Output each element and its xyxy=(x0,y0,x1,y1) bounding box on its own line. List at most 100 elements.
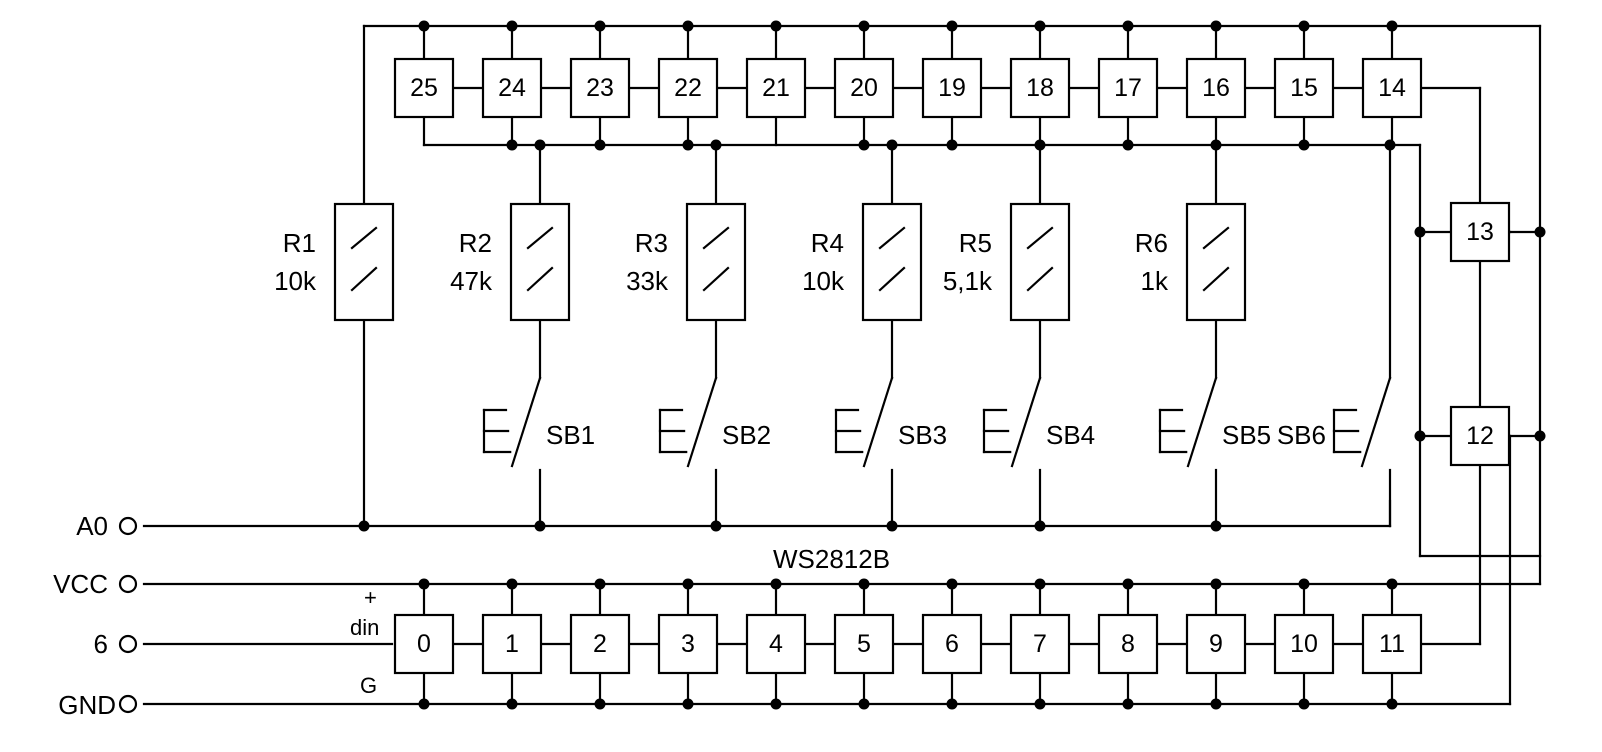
resistor-name: R4 xyxy=(811,228,844,258)
switch-sb3: SB3 xyxy=(834,376,947,528)
led-23: 23 xyxy=(569,57,631,119)
led-4-box xyxy=(745,613,807,675)
led-9: 9 xyxy=(1185,613,1247,675)
led-0: 0 xyxy=(393,613,455,675)
led-16: 16 xyxy=(1185,57,1247,119)
junction-dot xyxy=(594,698,606,710)
junction-dot xyxy=(770,20,782,32)
led-8: 8 xyxy=(1097,613,1159,675)
junction-dot xyxy=(1034,520,1046,532)
switch-sb4: SB4 xyxy=(982,376,1095,528)
strip-label: WS2812B xyxy=(773,544,890,574)
junction-dot xyxy=(1210,20,1222,32)
junction-dot xyxy=(1298,139,1310,151)
led-14-box xyxy=(1361,57,1423,119)
led-21: 21 xyxy=(745,57,807,119)
junction-dot xyxy=(358,520,370,532)
junction-dot xyxy=(1122,578,1134,590)
led-25: 25 xyxy=(393,57,455,119)
switch-label: SB2 xyxy=(722,420,771,450)
junction-dot xyxy=(1386,20,1398,32)
led-12: 12 xyxy=(1449,405,1511,467)
led-22: 22 xyxy=(657,57,719,119)
resistor-name: R6 xyxy=(1135,228,1168,258)
led-13-box xyxy=(1449,201,1511,263)
resistor-body xyxy=(333,202,395,322)
led-24-number: 24 xyxy=(498,74,526,102)
led-19-box xyxy=(921,57,983,119)
junction-dot xyxy=(1386,698,1398,710)
junction-dot xyxy=(1384,139,1396,151)
led-20-box xyxy=(833,57,895,119)
led-3-number: 3 xyxy=(681,630,695,658)
led-1-number: 1 xyxy=(505,630,519,658)
led-11-number: 11 xyxy=(1379,630,1405,658)
led-13-number: 13 xyxy=(1466,218,1494,246)
switch-label: SB3 xyxy=(898,420,947,450)
terminal-group: A0 VCC 6 GND xyxy=(53,511,138,720)
junction-dot xyxy=(1034,698,1046,710)
junction-dot xyxy=(858,139,870,151)
junction-dot xyxy=(858,578,870,590)
led-9-box xyxy=(1185,613,1247,675)
wiring xyxy=(142,24,1542,706)
junction-dot xyxy=(1034,20,1046,32)
led-14: 14 xyxy=(1361,57,1423,119)
resistor-r5: R55,1k xyxy=(943,143,1071,380)
resistor-value: 10k xyxy=(274,266,317,296)
pin-label-plus: + xyxy=(364,585,377,610)
junction-dot xyxy=(594,139,606,151)
junction-dot xyxy=(710,520,722,532)
terminal-pin6 xyxy=(118,634,138,654)
junction-dot xyxy=(682,139,694,151)
switch-label: SB4 xyxy=(1046,420,1095,450)
junction-dot xyxy=(682,20,694,32)
switch-sb1: SB1 xyxy=(482,376,595,528)
resistor-value: 47k xyxy=(450,266,493,296)
junction-dot xyxy=(682,698,694,710)
led-2-box xyxy=(569,613,631,675)
led-24: 24 xyxy=(481,57,543,119)
switch-label: SB6 xyxy=(1277,420,1326,450)
led-1-box xyxy=(481,613,543,675)
pin-label-din: din xyxy=(350,615,379,640)
led-0-number: 0 xyxy=(417,630,431,658)
junction-dot xyxy=(710,139,722,151)
terminal-label-gnd: GND xyxy=(58,690,116,720)
led-13: 13 xyxy=(1449,201,1511,263)
resistor-value: 33k xyxy=(626,266,669,296)
led-5-number: 5 xyxy=(857,630,871,658)
junction-dot xyxy=(506,139,518,151)
led-23-box xyxy=(569,57,631,119)
led-10: 10 xyxy=(1273,613,1335,675)
junction-dot xyxy=(1122,20,1134,32)
terminal-vcc xyxy=(118,574,138,594)
junction-dot xyxy=(770,578,782,590)
led-18: 18 xyxy=(1009,57,1071,119)
junction-dot xyxy=(682,578,694,590)
led-25-box xyxy=(393,57,455,119)
led-21-number: 21 xyxy=(762,74,790,102)
led-15-box xyxy=(1273,57,1335,119)
led-16-number: 16 xyxy=(1202,74,1230,102)
led-17: 17 xyxy=(1097,57,1159,119)
junction-dot xyxy=(1534,226,1546,238)
led-8-box xyxy=(1097,613,1159,675)
terminal-label-a0: A0 xyxy=(76,511,108,541)
junction-dot xyxy=(418,698,430,710)
led-column-right: 13 12 xyxy=(1449,201,1511,467)
led-1: 1 xyxy=(481,613,543,675)
led-17-box xyxy=(1097,57,1159,119)
led-18-number: 18 xyxy=(1026,74,1054,102)
junction-dot xyxy=(1210,578,1222,590)
switch-sb6: SB6 xyxy=(1277,143,1392,528)
junction-dot xyxy=(886,520,898,532)
junction-dot xyxy=(886,139,898,151)
led-5-box xyxy=(833,613,895,675)
pin-label-ground: G xyxy=(360,673,377,698)
junction-dot xyxy=(946,20,958,32)
